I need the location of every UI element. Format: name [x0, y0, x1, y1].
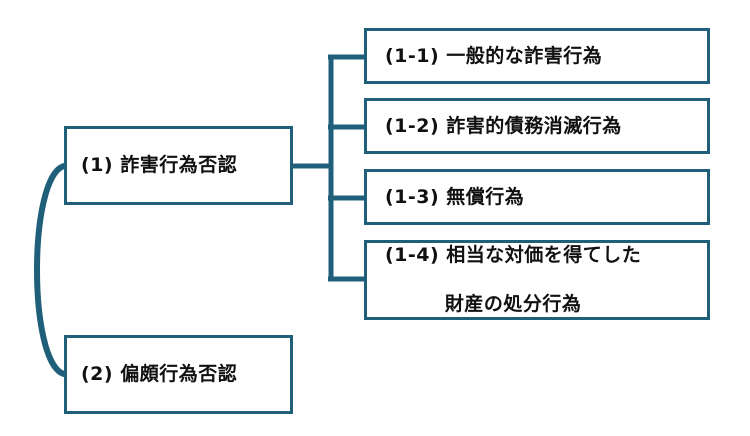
node-fraudulent-act-avoidance: (1) 詐害行為否認: [64, 126, 293, 205]
node-gratuitous-act: (1-3) 無償行為: [364, 169, 710, 225]
node-preferential-act-avoidance: (2) 偏頗行為否認: [64, 335, 293, 414]
node-label: (1-4) 相当な対価を得てした 財産の処分行為: [385, 218, 641, 341]
node-fraudulent-debt-extinguishment: (1-2) 詐害的債務消滅行為: [364, 98, 710, 154]
node-label: (1-3) 無償行為: [385, 185, 525, 208]
node-label-line-2: 財産の処分行為: [444, 293, 582, 316]
node-label-line-1: (1-4) 相当な対価を得てした: [385, 243, 642, 266]
node-label: (1-1) 一般的な詐害行為: [385, 44, 603, 67]
node-label: (2) 偏頗行為否認: [81, 363, 238, 386]
root-bracket-connector: [34, 163, 67, 377]
node-disposal-for-fair-value: (1-4) 相当な対価を得てした 財産の処分行為: [364, 240, 710, 320]
node-label: (1-2) 詐害的債務消滅行為: [385, 114, 622, 137]
node-general-fraudulent-act: (1-1) 一般的な詐害行為: [364, 28, 710, 84]
node-label: (1) 詐害行為否認: [81, 154, 238, 177]
